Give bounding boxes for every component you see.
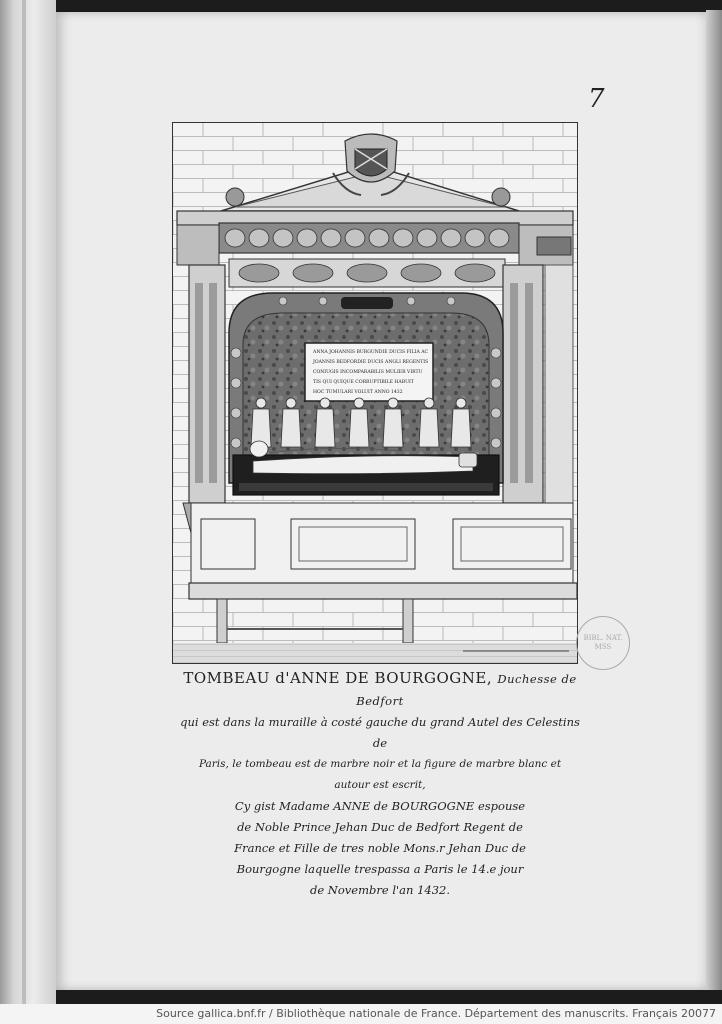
right-page-edge <box>706 10 722 990</box>
coat-of-arms <box>332 133 410 196</box>
left-pilaster <box>182 264 232 534</box>
right-pilaster <box>496 264 574 536</box>
caption-line: de Novembre l'an 1432. <box>309 883 451 897</box>
base-wall <box>190 502 574 584</box>
epitaph-line: CONIUGIS INCOMPARABILIS MULIER VIRTU <box>313 369 423 375</box>
leaf-shadow <box>22 0 26 1004</box>
bench <box>188 582 577 644</box>
pediment <box>220 133 520 212</box>
left-capital <box>176 224 220 266</box>
sarcophagus <box>232 440 500 496</box>
caption-title-rest: Duchesse de Bedfort <box>356 672 577 708</box>
mourner-statues <box>250 397 472 448</box>
left-page-edge <box>0 0 56 1004</box>
caption-line: Bourgogne laquelle trespassa a Paris le … <box>236 862 524 876</box>
caption-title-main: TOMBEAU d'ANNE DE BOURGOGNE, <box>183 669 493 687</box>
caption: TOMBEAU d'ANNE DE BOURGOGNE, Duchesse de… <box>180 668 580 901</box>
caption-line: de Noble Prince Jehan Duc de Bedfort Reg… <box>237 820 523 834</box>
tomb-engraving: ANNA JOHANNIS BURGUNDIE DUCIS FILIA AC J… <box>172 122 578 664</box>
caption-line: Paris, le tombeau est de marbre noir et … <box>198 758 562 791</box>
epitaph-tablet: ANNA JOHANNIS BURGUNDIE DUCIS FILIA AC J… <box>304 342 434 402</box>
recumbent-effigy <box>249 440 478 475</box>
epitaph-line: HOC TUMULARI VOLUIT ANNO 1432 <box>313 389 403 395</box>
folio-number: 7 <box>588 84 605 114</box>
caption-line: Cy gist Madame ANNE de BOURGOGNE espouse <box>234 799 526 813</box>
epitaph-line: TIS QUI QUIQUE CORRUPTIBILE HABUIT <box>313 379 415 385</box>
epitaph-line: ANNA JOHANNIS BURGUNDIE DUCIS FILIA AC <box>312 349 429 355</box>
caption-line: qui est dans la muraille à costé gauche … <box>180 715 580 750</box>
floor <box>173 643 577 663</box>
caption-title: TOMBEAU d'ANNE DE BOURGOGNE, Duchesse de… <box>180 668 580 712</box>
epitaph-line: JOANNIS BEDFORDIE DUCIS ANGLI REGENTIS <box>312 359 428 365</box>
library-stamp: BIBL. NAT. MSS <box>576 616 630 670</box>
source-footer: Source gallica.bnf.fr / Bibliothèque nat… <box>0 1004 722 1024</box>
tomb-drawing: ANNA JOHANNIS BURGUNDIE DUCIS FILIA AC J… <box>173 123 577 663</box>
base-panels <box>200 518 572 570</box>
caption-line: France et Fille de tres noble Mons.r Jeh… <box>234 841 526 855</box>
